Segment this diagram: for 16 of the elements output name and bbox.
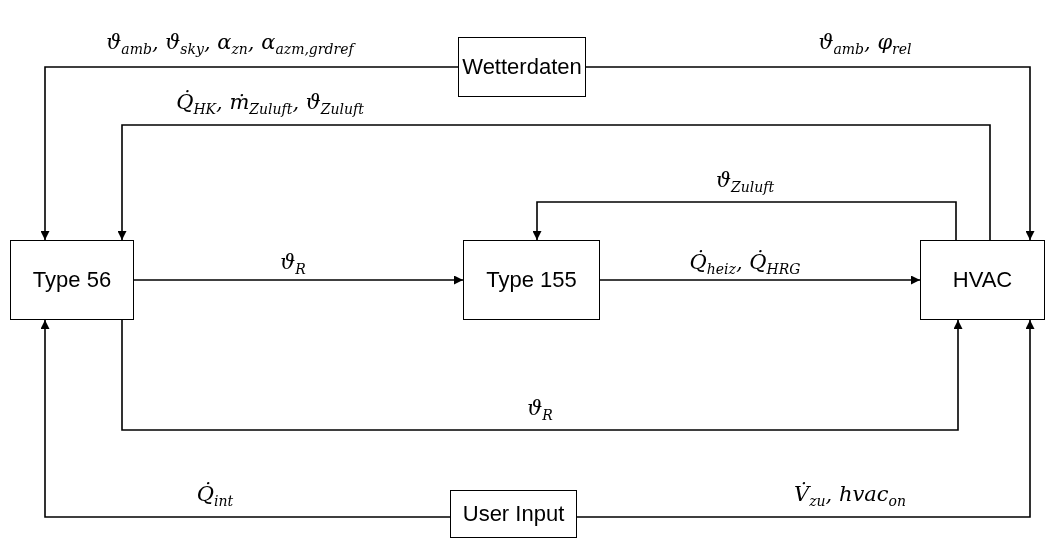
arrow	[576, 319, 1035, 518]
process-box: Type 155	[463, 240, 600, 320]
process-box: HVAC	[920, 240, 1045, 320]
process-box: User Input	[450, 490, 577, 538]
arrow	[133, 275, 464, 285]
process-box: Type 56	[10, 240, 134, 320]
edge-label: Q̇$_{HK}$, ṁ$_{Zuluft}$, ϑ$_{Zuluft}$	[174, 90, 366, 118]
arrow	[599, 275, 921, 285]
arrow	[40, 319, 451, 518]
edge-label: ϑ$_{amb}$, ϑ$_{sky}$, α$_{zn}$, α$_{azm,grdref}$	[104, 30, 356, 58]
arrow	[585, 66, 1035, 241]
arrow	[40, 66, 459, 241]
process-box: Wetterdaten	[458, 37, 586, 97]
arrow	[121, 319, 963, 431]
arrow	[117, 124, 991, 241]
arrow	[532, 201, 957, 241]
